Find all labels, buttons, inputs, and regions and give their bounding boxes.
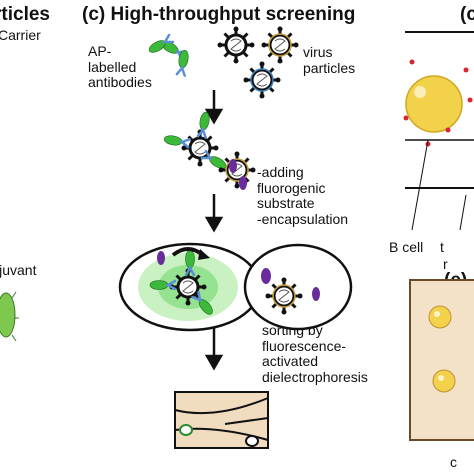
left-panel-title: rticles [0, 4, 50, 25]
empty-droplet-icon [243, 243, 353, 331]
partial-label-r: r [443, 256, 448, 272]
substrate-step-label: -adding fluorogenic substrate -encapsula… [257, 164, 349, 228]
right-panel-title: (c [460, 4, 474, 25]
fluorescent-droplet-icon [118, 242, 262, 332]
fluorogenic-substrate-icon [229, 159, 247, 190]
b-cell-label: B cell [389, 239, 424, 255]
virus-particles-label: virus particles [303, 44, 356, 76]
sorting-step-label: sorting by fluorescence- activated diele… [262, 322, 368, 386]
flow-arrows [204, 90, 224, 371]
ap-antibodies-icon [145, 33, 191, 77]
virus-particles-icon [216, 25, 300, 100]
adjuvant-label: ljuvant [0, 262, 37, 278]
carrier-label: Carrier [0, 27, 41, 43]
panel-e-chip [409, 279, 474, 441]
microfluidic-sorter-icon [174, 391, 269, 449]
partial-label-t: t [440, 239, 444, 255]
panel-c-title: (c) High-throughput screening [82, 4, 356, 25]
b-cell-scene [403, 31, 474, 231]
ap-antibodies-label: AP- labelled antibodies [88, 43, 152, 91]
bottom-partial-label: c [450, 454, 457, 470]
adjuvant-particle-icon [0, 291, 19, 342]
antibody-virus-complex-icon [162, 110, 257, 190]
